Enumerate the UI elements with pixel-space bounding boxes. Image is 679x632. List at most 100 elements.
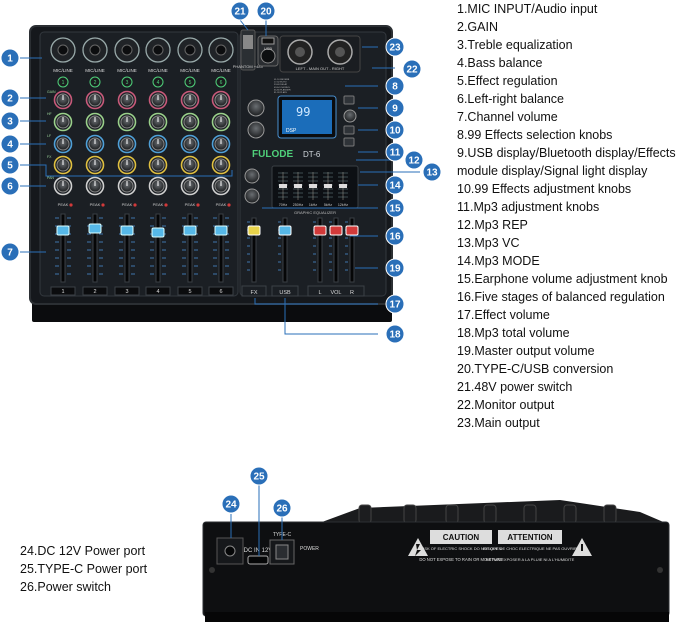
jack-hole-icon (57, 44, 69, 56)
master-fader-cap[interactable] (247, 225, 261, 236)
eq-title: GRAPHIC EQUALIZER (294, 210, 336, 215)
master-fader-cap[interactable] (278, 225, 292, 236)
rear-base (205, 612, 669, 622)
input-label: MIC/LINE (148, 68, 168, 73)
lcd-display (282, 100, 332, 134)
label-box (241, 285, 267, 297)
callout-marker (0, 242, 20, 262)
knob-ring (53, 90, 73, 110)
knob-ring (85, 155, 105, 175)
callout-number: 10 (389, 126, 401, 137)
rear-knob (483, 504, 497, 524)
knob-row-label: PAN (47, 176, 54, 180)
eq-slider-cap[interactable] (324, 184, 332, 188)
callout-marker (230, 1, 250, 21)
mixer-top-view: MIC/LINE1MIC/LINE2MIC/LINE3MIC/LINE4MIC/… (29, 25, 393, 322)
channel-number-badge (215, 76, 227, 88)
master-fader-label: FX (250, 290, 257, 296)
master-fader-cap[interactable] (313, 225, 327, 236)
mixer-rear-view: DC IN 12V TYPE-C POWER CAUTION RISK OF E… (202, 500, 670, 622)
master-fader-cap[interactable] (329, 225, 343, 236)
peak-label: PEAK (90, 202, 101, 207)
eq-frequency: 12kHz (338, 203, 348, 207)
lcd-digits: 99 (296, 105, 310, 119)
screw-icon (657, 567, 663, 573)
peak-label: PEAK (216, 202, 227, 207)
fader-cap[interactable] (183, 225, 197, 236)
fader-cap[interactable] (214, 225, 228, 236)
legend-item: 6.Left-right balance (457, 92, 565, 106)
knob-ring (148, 112, 168, 132)
typec-port[interactable] (247, 555, 269, 565)
callout-number: 8 (392, 82, 398, 93)
mp3-adjust-knob[interactable] (343, 109, 357, 123)
eq-slider-cap[interactable] (294, 184, 302, 188)
channel-label-box (114, 286, 140, 296)
knob-ring (117, 134, 137, 154)
monitor-knob[interactable] (244, 188, 260, 204)
legend-item: 14.Mp3 MODE (457, 254, 540, 268)
phantom-switch-toggle[interactable] (243, 35, 253, 49)
mp3-vc-button[interactable] (343, 125, 355, 135)
eq-slider-cap[interactable] (279, 184, 287, 188)
channel-number: 4 (157, 80, 160, 86)
master-fader-track (317, 217, 323, 283)
channel-number: 5 (189, 80, 192, 86)
power-switch[interactable] (275, 544, 289, 560)
callout-marker (385, 258, 405, 278)
label-box (271, 285, 299, 297)
mp3-rep-button[interactable] (343, 95, 355, 105)
effect-adjust-knob[interactable] (247, 121, 265, 139)
legend-item: 3.Treble equalization (457, 38, 573, 52)
callout-number: 15 (389, 204, 401, 215)
callout-marker (385, 175, 405, 195)
knob-ring (180, 134, 200, 154)
master-fader-cap[interactable] (345, 225, 359, 236)
callout-number: 13 (426, 168, 438, 179)
legend-item: 7.Channel volume (457, 110, 558, 124)
callout-number: 16 (389, 232, 401, 243)
callout-number: 6 (7, 182, 13, 193)
knob-ring (211, 176, 231, 196)
usb-port-label: USB (264, 46, 273, 51)
eq-slider-cap[interactable] (309, 184, 317, 188)
dc-power-port[interactable] (224, 545, 236, 557)
mp3-mode-button[interactable] (343, 137, 355, 147)
jack-hole-icon (184, 44, 196, 56)
fader-cap[interactable] (151, 227, 165, 238)
effect-list-item: 01-16 REVERB (274, 79, 290, 81)
channel-number: 1 (62, 80, 65, 86)
peak-label: PEAK (185, 202, 196, 207)
knob-ring (117, 176, 137, 196)
peak-led (69, 203, 73, 207)
master-fader-track (349, 217, 355, 283)
peak-label: PEAK (153, 202, 164, 207)
usb-port[interactable] (261, 37, 275, 45)
input-label: MIC/LINE (211, 68, 231, 73)
knob-ring (53, 134, 73, 154)
legend-item: 1.MIC INPUT/Audio input (457, 2, 598, 16)
attention-box (498, 530, 562, 544)
fader-cap[interactable] (56, 225, 70, 236)
peak-led (227, 203, 231, 207)
dsp-label: DSP (286, 128, 297, 134)
knob-ring (117, 155, 137, 175)
legend-item: 15.Earphone volume adjustment knob (457, 272, 668, 286)
effect-select-knob[interactable] (247, 99, 265, 117)
exclamation-icon (581, 544, 583, 551)
earphone-volume-knob[interactable] (244, 168, 260, 184)
headphone-jack[interactable] (260, 48, 276, 64)
fader-cap[interactable] (88, 223, 102, 234)
legend-item: 8.99 Effects selection knobs (457, 128, 613, 142)
eq-slider-cap[interactable] (339, 184, 347, 188)
callout-number: 19 (389, 264, 401, 275)
callout-marker (0, 176, 20, 196)
master-fader-track (282, 217, 288, 283)
knob-ring (148, 176, 168, 196)
master-fader-label: USB (279, 290, 291, 296)
peak-led (101, 203, 105, 207)
eq-sliders (278, 172, 348, 200)
callout-marker (272, 498, 292, 518)
fader-cap[interactable] (120, 225, 134, 236)
